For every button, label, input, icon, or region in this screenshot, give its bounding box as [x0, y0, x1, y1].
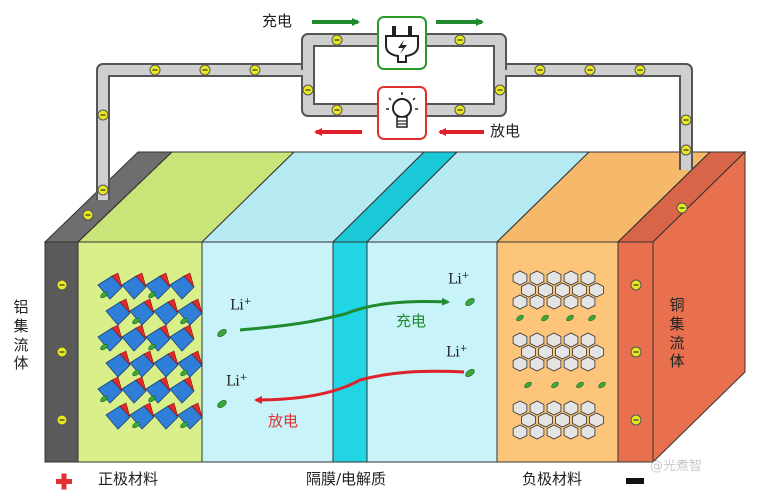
electron-icon: [680, 114, 692, 126]
li-ion-label-3: Li+: [226, 373, 248, 390]
electron-icon: [56, 346, 68, 358]
aluminum-collector-label: 铝集流体: [13, 298, 29, 373]
plus-icon: [56, 473, 72, 490]
electron-group: [56, 34, 692, 426]
electron-icon: [82, 209, 94, 221]
watermark: @光煮智: [650, 459, 703, 474]
battery-top-face: [43, 151, 747, 243]
discharge-label-top: 放电: [490, 122, 521, 140]
electron-icon: [199, 64, 211, 76]
electron-icon: [454, 34, 466, 46]
li-ion-group: [217, 298, 475, 408]
electron-icon: [454, 104, 466, 116]
electron-icon: [302, 84, 314, 96]
minus-icon: [626, 478, 644, 484]
cathode-crystal-structure: [97, 272, 203, 430]
discharge-arrow-label: 放电: [268, 412, 299, 430]
electron-icon: [634, 64, 646, 76]
electron-icon: [676, 202, 688, 214]
electron-icon: [534, 64, 546, 76]
separator-label: 隔膜/电解质: [306, 470, 387, 488]
charge-ion-arrow: [239, 297, 450, 332]
plug-icon: [377, 16, 427, 70]
electrolyte-right: [366, 241, 498, 463]
electron-icon: [97, 184, 109, 196]
electron-icon: [149, 64, 161, 76]
electron-icon: [331, 104, 343, 116]
li-ion-label-4: Li+: [446, 344, 468, 361]
discharge-ion-arrow: [254, 369, 465, 404]
electron-icon: [630, 279, 642, 291]
electron-icon: [680, 144, 692, 156]
cathode-label: 正极材料: [98, 470, 159, 488]
charge-arrow-label: 充电: [396, 312, 427, 330]
electron-icon: [630, 346, 642, 358]
li-ion-label-2: Li+: [448, 271, 470, 288]
electron-icon: [56, 279, 68, 291]
electron-icon: [584, 64, 596, 76]
electron-icon: [56, 414, 68, 426]
li-ion-label-1: Li+: [230, 297, 252, 314]
lightbulb-icon: [377, 86, 427, 140]
electron-icon: [494, 84, 506, 96]
charge-label-top: 充电: [262, 12, 293, 30]
electron-icon: [331, 34, 343, 46]
electron-icon: [630, 414, 642, 426]
anode-label: 负极材料: [522, 470, 583, 488]
electron-icon: [249, 64, 261, 76]
separator-layer: [332, 241, 368, 463]
electron-icon: [97, 109, 109, 121]
copper-collector-label: 铜集流体: [669, 296, 685, 371]
anode-graphite-structure: [512, 270, 606, 440]
